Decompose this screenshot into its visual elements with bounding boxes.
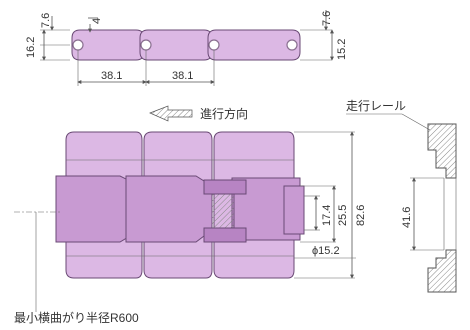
- rail-section: 41.6: [401, 123, 457, 293]
- pitch-2: 38.1: [172, 70, 193, 82]
- direction-indicator: 進行方向: [149, 105, 248, 122]
- dim-right-top: 7.6: [321, 11, 333, 26]
- side-view: 16.2 7.6 4 7.6 15.2 38.1 38.1: [25, 10, 348, 86]
- direction-label: 進行方向: [200, 106, 248, 121]
- dim-inner: 17.4: [321, 205, 333, 226]
- direction-arrow-icon: [149, 105, 193, 122]
- rail-upper: [427, 123, 457, 179]
- plan-view: 17.4 25.5 82.6 ϕ15.2: [14, 131, 367, 312]
- dim-height-total: 16.2: [25, 37, 37, 58]
- dim-middle: 25.5: [337, 205, 349, 226]
- dim-right-height: 15.2: [336, 39, 348, 60]
- side-pin-3: [208, 39, 220, 51]
- pitch-1: 38.1: [101, 70, 122, 82]
- dim-pin-diameter: ϕ15.2: [312, 245, 340, 257]
- hinge-pin-section: [211, 193, 235, 229]
- dim-total: 82.6: [355, 205, 367, 226]
- min-bend-radius-note: 最小横曲がり半径R600: [14, 310, 139, 325]
- hinge-barrel-lower: [203, 227, 247, 243]
- dim-rail: 41.6: [401, 207, 413, 228]
- hinge-barrel-upper: [203, 179, 247, 195]
- side-pin-2: [140, 39, 152, 51]
- rail-label: 走行レール: [346, 99, 406, 113]
- side-pin-4: [286, 39, 298, 51]
- dim-pin-offset: 4: [91, 18, 103, 24]
- dim-height-top: 7.6: [40, 13, 52, 28]
- hinge-link-mid: [125, 175, 213, 243]
- rail-callout: 走行レール: [346, 99, 431, 131]
- side-link-3: [207, 29, 301, 61]
- side-pin-1: [72, 39, 84, 51]
- pin-body: [283, 185, 305, 235]
- rail-lower: [427, 249, 457, 293]
